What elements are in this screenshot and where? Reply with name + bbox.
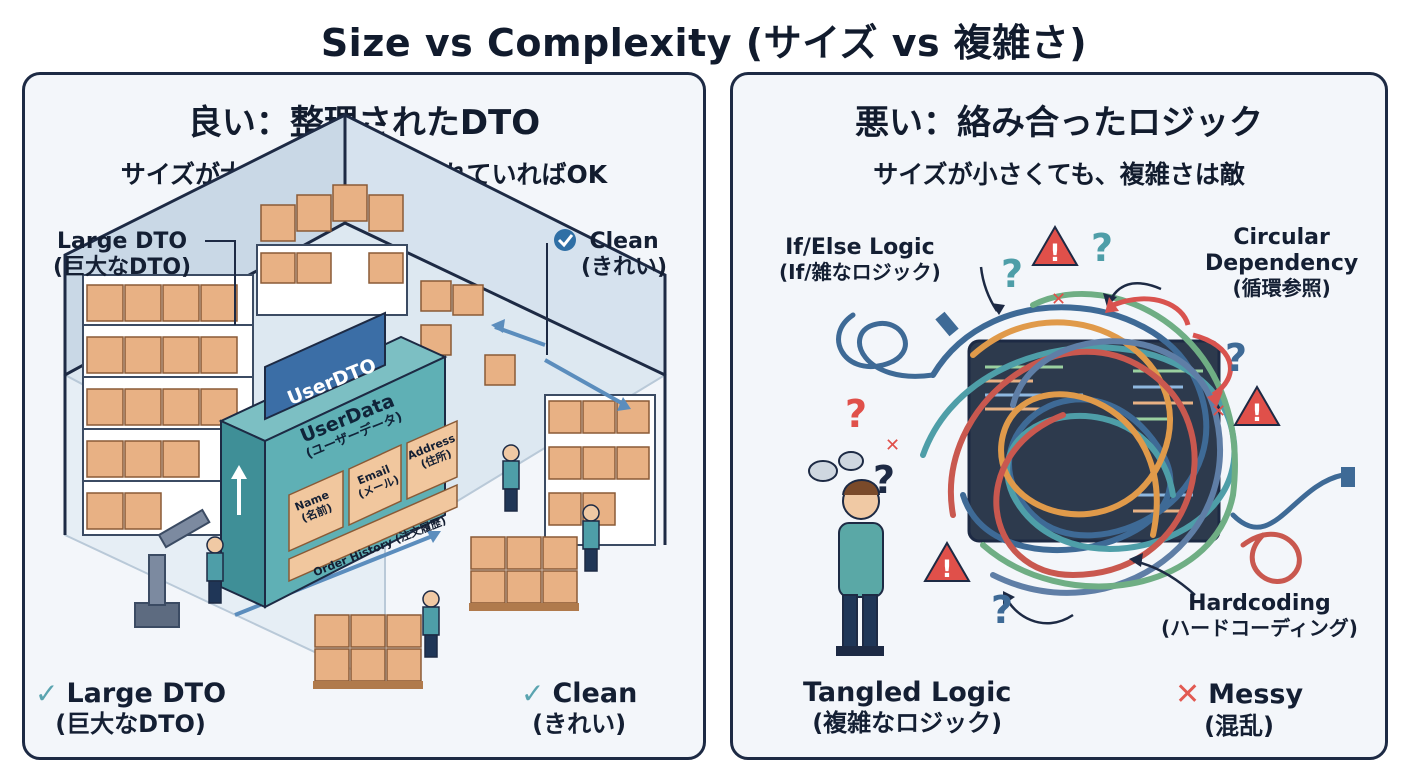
- svg-text:?: ?: [1001, 252, 1023, 296]
- clean-check-icon: [554, 229, 576, 251]
- tangled-wires: [836, 290, 1346, 596]
- check-icon: ✓: [35, 677, 59, 710]
- if-else-callout: If/Else Logic (If/雑なロジック): [779, 235, 941, 284]
- large-dto-callout-line: [205, 240, 236, 325]
- right-shelves: [420, 280, 656, 546]
- svg-text:✕: ✕: [1211, 401, 1226, 422]
- svg-text:✕: ✕: [1051, 289, 1066, 310]
- tangled-arrow: [1003, 594, 1074, 625]
- bottom-large-dto: ✓Large DTO (巨大なDTO): [35, 677, 227, 739]
- thinking-person: [808, 451, 884, 656]
- bad-panel-title: 悪い：絡み合ったロジック: [855, 103, 1263, 143]
- svg-text:?: ?: [1225, 336, 1247, 380]
- hardcoding-callout: Hardcoding (ハードコーディング): [1161, 591, 1358, 640]
- x-icon: ✕: [1175, 677, 1201, 712]
- check-icon: ✓: [521, 677, 545, 710]
- back-shelves: [256, 184, 408, 316]
- clean-callout: Clean(きれい): [581, 229, 668, 280]
- svg-text:?: ?: [845, 392, 867, 436]
- warehouse-right-wall: [343, 112, 667, 378]
- field-boxes: [288, 419, 458, 583]
- bad-panel: 悪い：絡み合ったロジック サイズが小さくても、複雑さは敵: [730, 72, 1388, 760]
- left-shelves: [82, 274, 254, 536]
- svg-text:!: !: [1252, 399, 1263, 427]
- user-dto-tag: [264, 311, 386, 421]
- svg-text:!: !: [942, 555, 953, 583]
- good-panel: 良い：整理されたDTO サイズが大きくても、整理されていればOK: [22, 72, 706, 760]
- pallets: [314, 536, 578, 682]
- bottom-tangled-logic: Tangled Logic (複雑なロジック): [803, 677, 1012, 737]
- page-title: Size vs Complexity (サイズ vs 複雑さ): [320, 21, 1088, 65]
- x-icons: ✕ ✕ ✕: [885, 289, 1226, 456]
- warehouse-illustration: [62, 112, 668, 689]
- bad-panel-subtitle: サイズが小さくても、複雑さは敵: [873, 160, 1245, 189]
- tangled-logic-illustration: ! ! ! ? ? ? ? ? ? ✕✕✕: [808, 225, 1355, 656]
- svg-text:✕: ✕: [885, 435, 900, 456]
- robot-arm: [134, 508, 211, 628]
- svg-text:!: !: [1050, 239, 1061, 267]
- workers: [206, 444, 600, 658]
- circular-dependency-callout: Circular Dependency (循環参照): [1205, 225, 1359, 300]
- svg-text:?: ?: [1091, 226, 1113, 270]
- large-dto-callout: Large DTO(巨大なDTO): [53, 229, 192, 280]
- svg-text:?: ?: [991, 588, 1013, 632]
- bottom-messy: ✕Messy (混乱): [1175, 677, 1304, 741]
- bottom-clean: ✓Clean (きれい): [521, 677, 638, 739]
- warning-icons: ! ! !: [923, 225, 1281, 583]
